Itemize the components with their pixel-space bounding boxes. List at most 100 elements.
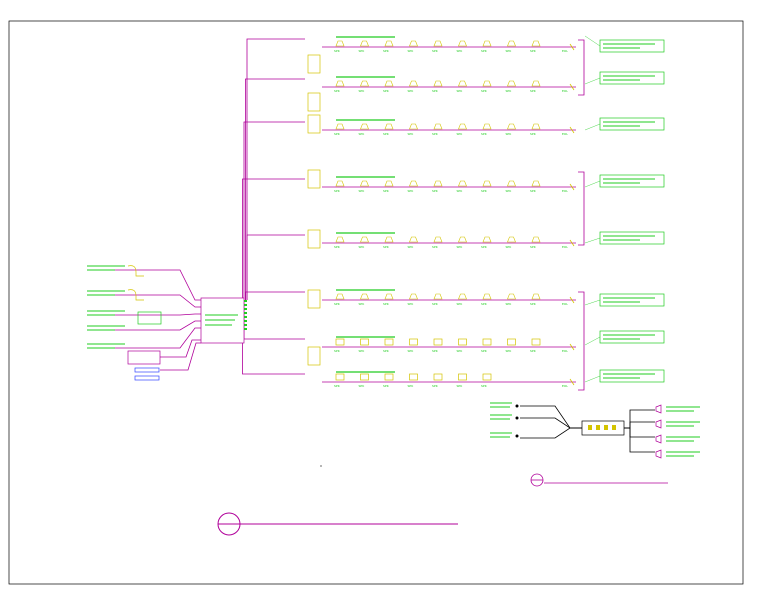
- speaker-tag: SPK: [506, 49, 513, 53]
- speaker-icon: [360, 236, 369, 243]
- zone-note-box: [599, 330, 665, 344]
- speaker-icon: [458, 338, 467, 346]
- speaker-icon: [384, 80, 394, 87]
- speaker-tag: SPK: [481, 49, 488, 53]
- speaker-icon: [360, 338, 369, 346]
- speaker-tag: SPK: [383, 49, 390, 53]
- speaker-tag: SPK: [334, 245, 341, 249]
- speaker-icon: [384, 373, 394, 381]
- speaker-tag: SPK: [530, 302, 537, 306]
- speaker-tag: SPK: [481, 349, 488, 353]
- speaker-tag: SPK: [408, 89, 415, 93]
- note-leader: [584, 375, 601, 383]
- speaker-icon: [360, 293, 369, 300]
- speaker-icon: [409, 80, 418, 87]
- floor-bracket: [578, 171, 585, 246]
- speaker-icon: [531, 123, 541, 130]
- speaker-tag: SPK: [457, 384, 464, 388]
- branch-feeder: [246, 234, 305, 300]
- speaker-tag: EOL: [562, 189, 568, 193]
- input-cable: [100, 327, 201, 349]
- prayer-input-cable: [520, 405, 582, 429]
- branch-feeder: [243, 300, 305, 340]
- speaker-tag: EOL: [562, 132, 568, 136]
- speaker-icon: [360, 180, 369, 187]
- speaker-tag: SPK: [383, 384, 390, 388]
- speaker-tag: EOL: [562, 49, 568, 53]
- speaker-icon: [482, 373, 492, 381]
- speaker-icon: [433, 40, 443, 47]
- speaker-icon: [458, 40, 467, 47]
- speaker-tag: SPK: [432, 189, 439, 193]
- speaker-icon: [507, 293, 516, 300]
- speaker-icon: [458, 180, 467, 187]
- branch-feeder: [245, 78, 305, 300]
- speaker-icon: [335, 40, 345, 47]
- speaker-tag: SPK: [506, 349, 513, 353]
- speaker-tag: SPK: [481, 89, 488, 93]
- speaker-icon: [433, 293, 443, 300]
- speaker-icon: [335, 293, 345, 300]
- end-of-line-marker: [569, 296, 575, 304]
- speaker-tag: SPK: [383, 89, 390, 93]
- cabinet-port: [244, 328, 247, 330]
- speaker-tag: SPK: [457, 245, 464, 249]
- speaker-tag: SPK: [432, 89, 439, 93]
- speaker-icon: [458, 123, 467, 130]
- note-leader: [584, 35, 601, 47]
- speaker-icon: [409, 123, 418, 130]
- prayer-amp-knob: [588, 425, 592, 430]
- speaker-tag: SPK: [457, 189, 464, 193]
- speaker-tag: SPK: [408, 132, 415, 136]
- note-leader: [584, 237, 601, 244]
- zone-note-box: [599, 293, 665, 307]
- prayer-input-cable: [520, 417, 582, 429]
- speaker-tag: SPK: [457, 349, 464, 353]
- cabinet-port: [244, 312, 247, 314]
- speaker-icon: [482, 123, 492, 130]
- floor-bracket: [578, 291, 585, 391]
- speaker-icon: [458, 80, 467, 87]
- input-cable: [100, 313, 201, 316]
- cabinet-port: [244, 324, 247, 326]
- speaker-tag: SPK: [408, 189, 415, 193]
- speaker-tag: SPK: [359, 349, 366, 353]
- speaker-icon: [458, 293, 467, 300]
- cabinet-port: [244, 300, 247, 302]
- speaker-tag: SPK: [408, 49, 415, 53]
- speaker-tag: SPK: [457, 89, 464, 93]
- drawing-frame: [8, 20, 744, 585]
- speaker-tag: SPK: [383, 189, 390, 193]
- input-cable: [100, 269, 201, 301]
- note-leader: [584, 77, 601, 85]
- speaker-tag: SPK: [432, 384, 439, 388]
- speaker-tag: EOL: [562, 349, 568, 353]
- speaker-icon: [458, 236, 467, 243]
- zone-amplifier-box: [307, 289, 321, 309]
- speaker-icon: [507, 180, 516, 187]
- speaker-tag: SPK: [359, 302, 366, 306]
- speaker-tag: SPK: [408, 302, 415, 306]
- speaker-icon: [335, 373, 345, 381]
- speaker-tag: SPK: [334, 49, 341, 53]
- cd-player-icon: [134, 375, 160, 381]
- speaker-tag: EOL: [562, 245, 568, 249]
- branch-feeder: [243, 121, 305, 300]
- zone-amplifier-box: [307, 114, 321, 134]
- speaker-icon: [409, 293, 418, 300]
- prayer-speaker-icon: [655, 449, 662, 459]
- speaker-icon: [482, 338, 492, 346]
- speaker-tag: SPK: [530, 189, 537, 193]
- paging-console-box: [127, 350, 161, 365]
- speaker-icon: [433, 373, 443, 381]
- prayer-output-cable: [624, 409, 655, 429]
- speaker-icon: [531, 180, 541, 187]
- speaker-tag: SPK: [334, 384, 341, 388]
- speaker-tag: SPK: [432, 302, 439, 306]
- speaker-tag: SPK: [359, 89, 366, 93]
- speaker-tag: SPK: [408, 245, 415, 249]
- zone-amplifier-box: [307, 229, 321, 249]
- speaker-icon: [335, 180, 345, 187]
- speaker-icon: [409, 40, 418, 47]
- speaker-tag: SPK: [359, 49, 366, 53]
